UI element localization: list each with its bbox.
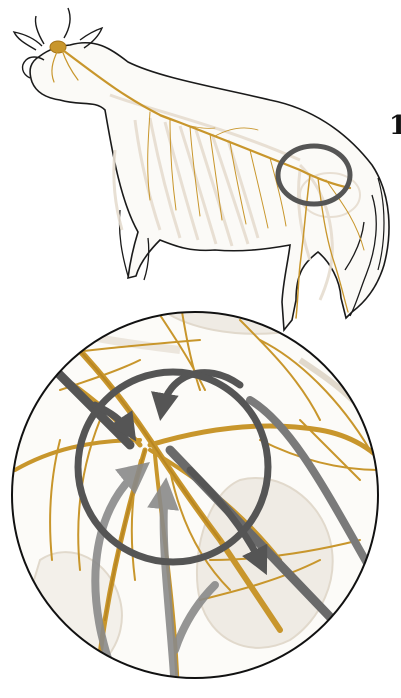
edge-glyph: 1 — [389, 113, 401, 139]
cow-ear-left — [14, 32, 42, 50]
cow-horn-left — [35, 16, 44, 44]
cow-outline — [30, 43, 389, 330]
cow-horn-right — [64, 8, 70, 38]
cow-illustration — [14, 8, 389, 330]
zoom-view — [10, 300, 400, 698]
